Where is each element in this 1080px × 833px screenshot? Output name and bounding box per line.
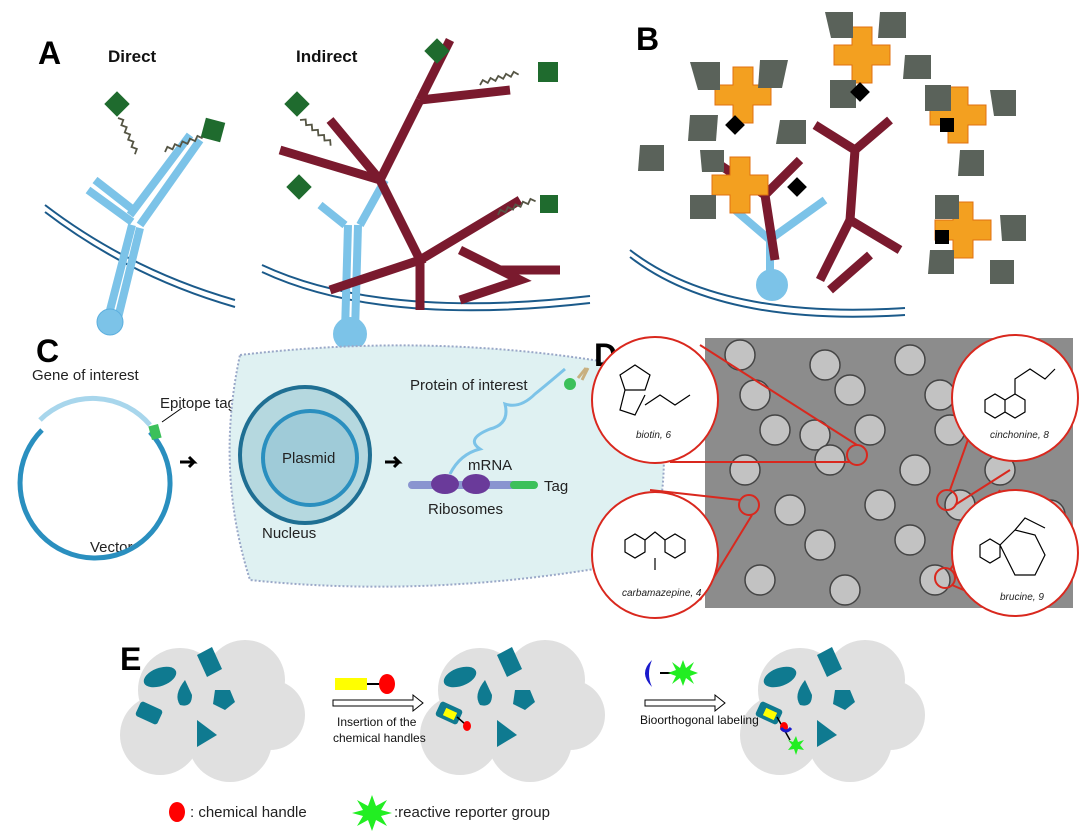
secondary-antibodies-indirect	[278, 37, 560, 310]
tag-icon	[335, 678, 367, 690]
indirect-heading: Indirect	[296, 47, 358, 66]
membrane-a-indirect	[261, 264, 591, 312]
direct-heading: Direct	[108, 47, 157, 66]
panel-label-c: C	[36, 333, 59, 369]
plasmid-vector	[17, 395, 183, 561]
panel-b: B	[629, 12, 1026, 318]
nucleus-label: Nucleus	[262, 525, 316, 542]
inset-label: brucine, 9	[1000, 592, 1044, 603]
ribosomes-label: Ribosomes	[428, 501, 503, 518]
protein-chain	[448, 367, 566, 475]
panel-e: E Insertion of the chemical handles Bioo…	[120, 640, 925, 831]
step-arrow	[332, 693, 424, 713]
plasmid-in-nucleus	[261, 409, 359, 507]
inset-carbamazepine: carbamazepine, 4	[591, 491, 719, 619]
step1-line2: chemical handles	[333, 731, 426, 745]
primary-antibody-direct	[85, 132, 204, 336]
step1-line1: Insertion of the	[337, 715, 417, 729]
linker	[117, 115, 140, 156]
ribosome	[431, 474, 459, 494]
primary-antibody-b	[732, 196, 828, 301]
plasmid-label: Plasmid	[282, 450, 335, 467]
panel-d: D biotin, 6 cinchonine, 8 carbamazepine,…	[591, 334, 1079, 619]
chemical-handle	[463, 721, 471, 731]
panel-a: A Direct Indirect	[38, 35, 591, 351]
legend-handle-label: : chemical handle	[190, 804, 307, 821]
ribosome	[462, 474, 490, 494]
step2-label: Bioorthogonal labeling	[640, 713, 759, 727]
label-square	[200, 117, 226, 143]
arrow-icon	[385, 455, 403, 469]
reporter-icon	[668, 660, 698, 686]
legend-reporter-icon	[352, 795, 392, 831]
inset-label: cinchonine, 8	[990, 430, 1049, 441]
label-square	[104, 91, 130, 117]
probe-icon	[645, 660, 652, 687]
tag-segment	[510, 481, 538, 489]
reporter-icon	[788, 736, 804, 755]
legend-handle-icon	[169, 802, 185, 822]
inset-cinchonine: cinchonine, 8	[951, 334, 1079, 462]
panel-label-e: E	[120, 641, 141, 677]
inset-label: biotin, 6	[636, 430, 671, 441]
inset-brucine: brucine, 9	[951, 489, 1079, 617]
substrates	[638, 12, 1026, 284]
inset-biotin: biotin, 6	[591, 336, 719, 464]
inset-label: carbamazepine, 4	[622, 588, 702, 599]
chemical-handle-icon	[379, 674, 395, 694]
tag-label: Tag	[544, 478, 568, 495]
panel-label-a: A	[38, 35, 61, 71]
arrow-icon	[180, 455, 198, 469]
primary-antibody-indirect	[317, 178, 389, 351]
mrna-label: mRNA	[468, 457, 512, 474]
protein-of-interest-label: Protein of interest	[410, 377, 528, 394]
panel-label-b: B	[636, 21, 659, 57]
gene-of-interest-label: Gene of interest	[32, 367, 140, 384]
panel-c: C Gene of interest Epitope tag Vector Pl…	[17, 333, 665, 588]
epitope-tag-label: Epitope tag	[160, 395, 236, 412]
proteins	[135, 647, 855, 747]
legend-reporter-label: :reactive reporter group	[394, 804, 550, 821]
step-arrow	[644, 693, 726, 713]
